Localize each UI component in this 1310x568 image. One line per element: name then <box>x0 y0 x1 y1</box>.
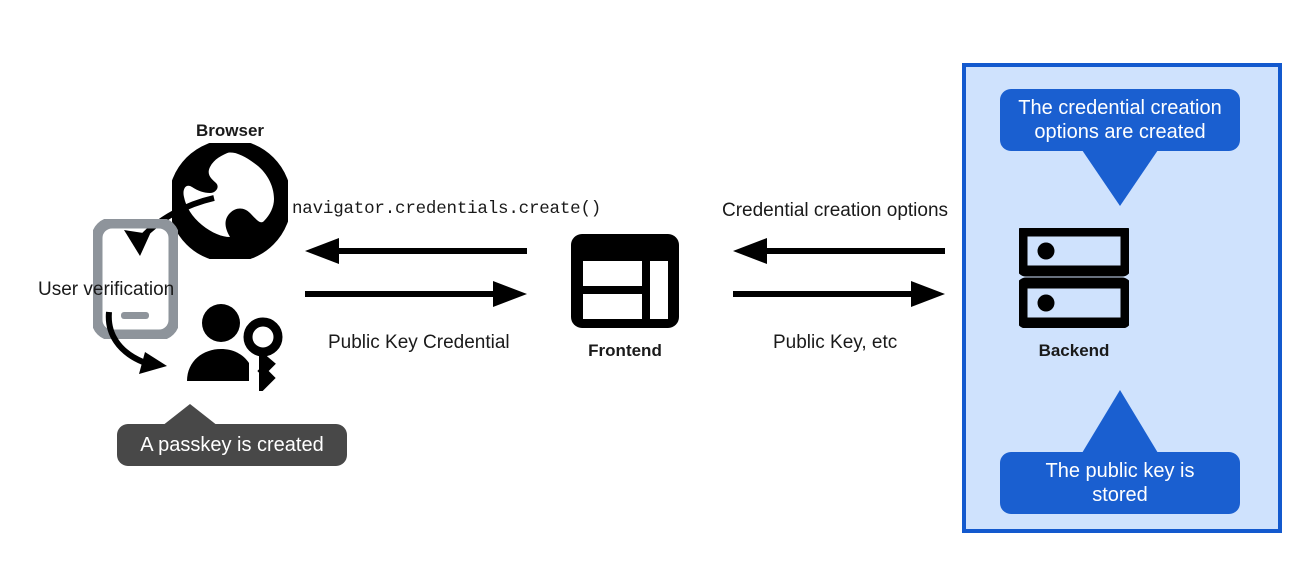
callout-passkey-created: A passkey is created <box>117 424 347 466</box>
arrow-phone-to-user <box>105 310 210 382</box>
browser-label: Browser <box>195 121 265 140</box>
flow-label-navigator-create: navigator.credentials.create() <box>292 199 602 219</box>
callout-credential-options-created: The credential creation options are crea… <box>1000 89 1240 151</box>
server-rack-icon <box>1019 228 1129 328</box>
flow-label-credential-creation-options: Credential creation options <box>722 200 949 221</box>
callout-credential-options-tail <box>1082 150 1158 206</box>
callout-public-key-stored-tail <box>1082 390 1158 453</box>
arrow-frontend-to-browser <box>305 238 527 264</box>
globe-icon <box>172 143 288 259</box>
arrow-frontend-to-backend <box>733 281 945 307</box>
callout-passkey-created-text: A passkey is created <box>117 424 347 466</box>
callout-public-key-stored: The public key is stored <box>1000 452 1240 514</box>
frontend-label: Frontend <box>588 341 662 360</box>
flow-label-public-key-credential: Public Key Credential <box>328 332 510 353</box>
user-verification-label: User verification <box>38 279 175 300</box>
person-with-key-icon <box>185 303 285 391</box>
arrow-browser-to-phone <box>88 190 218 270</box>
callout-public-key-stored-text: The public key is stored <box>1000 452 1240 514</box>
flow-label-public-key-etc: Public Key, etc <box>773 332 898 353</box>
callout-credential-options-text: The credential creation options are crea… <box>1000 89 1240 151</box>
backend-label: Backend <box>1038 341 1110 360</box>
arrow-browser-to-frontend <box>305 281 527 307</box>
callout-passkey-created-tail <box>162 404 218 426</box>
arrow-backend-to-frontend <box>733 238 945 264</box>
smartphone-icon <box>93 219 178 339</box>
web-layout-icon <box>569 232 681 330</box>
